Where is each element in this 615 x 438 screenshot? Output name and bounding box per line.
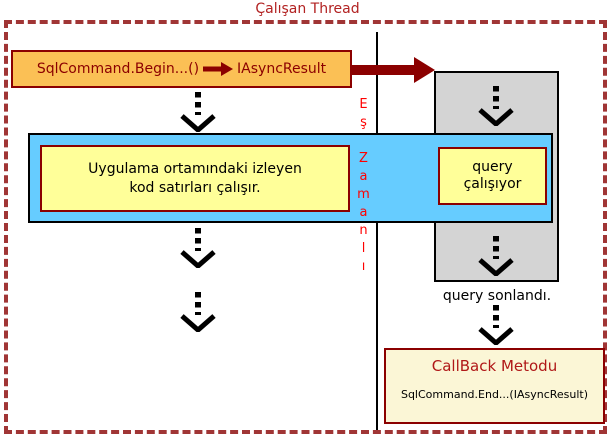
callback-title: CallBack Metodu [431, 357, 558, 375]
query-running-line-2: çalışıyor [463, 176, 522, 192]
query-running-line-1: query [472, 158, 513, 175]
app-continue-down-arrow-icon [180, 228, 216, 268]
query-done-label: query sonlandı. [442, 288, 552, 304]
query-end-down-arrow-icon [478, 236, 514, 276]
iasyncresult-label: IAsyncResult [237, 61, 327, 77]
begin-to-app-down-arrow-icon [180, 92, 216, 132]
sync-divider-line [376, 32, 378, 430]
app-continue-down-arrow-2-icon [180, 292, 216, 332]
query-start-down-arrow-icon [478, 86, 514, 126]
query-running-box: query çalışıyor [438, 147, 547, 205]
diagram-title: Çalışan Thread [255, 1, 360, 17]
simultaneous-label: Eş Zamanlı [356, 97, 371, 277]
app-code-box: Uygulama ortamındaki izleyen kod satırla… [40, 145, 350, 212]
thread-dashed-frame [4, 20, 607, 434]
callback-code: SqlCommand.End...(IAsyncResult) [400, 388, 589, 401]
begin-method-label: SqlCommand.Begin...() [36, 61, 200, 77]
right-arrow-icon [203, 62, 234, 76]
app-code-line-1: Uygulama ortamındaki izleyen [88, 161, 302, 178]
app-code-line-2: kod satırları çalışır. [129, 179, 261, 196]
callback-method-box: CallBack Metodu SqlCommand.End...(IAsync… [384, 348, 605, 424]
to-callback-down-arrow-icon [478, 305, 514, 345]
begin-method-box: SqlCommand.Begin...() IAsyncResult [11, 50, 352, 88]
thread-dispatch-arrow-icon [352, 57, 435, 83]
